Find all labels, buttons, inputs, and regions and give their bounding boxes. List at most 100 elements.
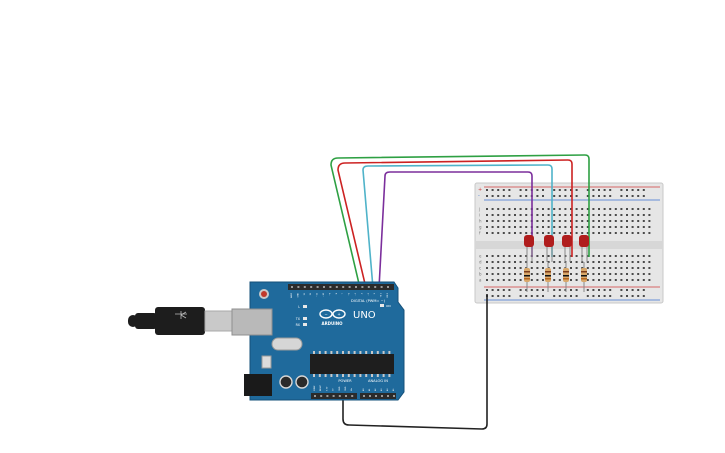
rail-hole	[592, 189, 595, 191]
breadboard-hole	[637, 267, 640, 269]
led-label-rx: RX	[296, 323, 301, 327]
breadboard-hole	[626, 279, 628, 281]
breadboard-hole	[631, 214, 634, 216]
chip-pins	[313, 351, 391, 377]
header-hole	[363, 395, 365, 397]
header-hole	[316, 286, 319, 288]
breadboard-hole	[553, 255, 556, 257]
breadboard-hole	[603, 279, 606, 281]
breadboard-holes	[486, 189, 651, 297]
resistor-1[interactable]	[524, 262, 530, 292]
digital-header[interactable]	[288, 284, 394, 290]
rail-hole	[609, 189, 612, 191]
breadboard-hole	[648, 255, 651, 257]
header-hole	[314, 395, 316, 397]
resistor-4[interactable]	[581, 262, 587, 292]
resistor-3[interactable]	[563, 262, 569, 292]
rail-hole	[598, 195, 600, 197]
analog-pin-label: A2	[374, 388, 377, 391]
led-2[interactable]	[544, 235, 554, 262]
breadboard-hole	[530, 273, 533, 275]
led-4[interactable]	[579, 235, 589, 262]
rail-hole	[519, 295, 522, 297]
breadboard-hole	[620, 261, 623, 263]
svg-text:+: +	[337, 312, 340, 317]
breadboard-hole	[575, 261, 578, 263]
breadboard-hole	[542, 255, 544, 257]
digital-pin-label: ~11	[317, 292, 319, 297]
digital-pin-label: ~9	[329, 292, 331, 296]
breadboard-hole	[637, 214, 640, 216]
breadboard-hole	[508, 214, 511, 216]
digital-pin-label: 13	[304, 292, 306, 295]
wire-green[interactable]	[330, 154, 590, 289]
power-label: POWER	[338, 379, 352, 383]
breadboard-hole	[519, 214, 522, 216]
breadboard-hole	[547, 208, 550, 210]
led-indicator-tx	[303, 317, 307, 320]
breadboard-hole	[642, 273, 645, 275]
breadboard-hole	[536, 273, 539, 275]
breadboard-hole	[581, 214, 584, 216]
breadboard-hole	[603, 220, 606, 222]
analog-header[interactable]	[360, 393, 396, 399]
rail-hole	[508, 189, 511, 191]
rail-hole	[525, 195, 528, 197]
breadboard-hole	[519, 255, 522, 257]
led-indicator-l	[303, 305, 307, 308]
crystal-oscillator	[271, 337, 303, 351]
reset-button[interactable]	[261, 291, 267, 297]
rail-hole	[536, 195, 539, 197]
breadboard-hole	[519, 232, 522, 234]
breadboard-hole	[502, 261, 505, 263]
breadboard-hole	[558, 226, 561, 228]
row-letter: c	[479, 266, 481, 271]
rail-hole	[631, 289, 634, 291]
led-3[interactable]	[562, 235, 572, 262]
bottom-header-holes	[314, 395, 395, 397]
header-hole	[342, 286, 345, 288]
breadboard-hole	[575, 232, 578, 234]
rail-hole	[586, 289, 589, 291]
breadboard-hole	[626, 208, 628, 210]
components	[524, 235, 589, 292]
led-body	[562, 235, 572, 247]
breadboard-hole	[631, 267, 634, 269]
breadboard-hole	[497, 226, 500, 228]
on-label: ON	[386, 304, 391, 308]
wire-purple[interactable]	[378, 171, 533, 289]
resistor-2[interactable]	[545, 262, 551, 292]
chip-pin	[365, 351, 368, 354]
header-hole	[329, 286, 332, 288]
wire-red[interactable]	[337, 159, 573, 289]
breadboard-hole	[491, 273, 494, 275]
cable-strain-relief	[135, 313, 157, 329]
led-body	[544, 235, 554, 247]
breadboard-hole	[491, 267, 494, 269]
wire-cyan[interactable]	[362, 164, 553, 289]
breadboard-hole	[536, 226, 539, 228]
chip-pin	[382, 351, 385, 354]
usb-cable[interactable]	[128, 307, 236, 335]
breadboard-hole	[525, 220, 528, 222]
breadboard-hole	[570, 261, 572, 263]
breadboard-hole	[491, 208, 494, 210]
breadboard-hole	[502, 255, 505, 257]
breadboard-hole	[497, 214, 500, 216]
rail-hole	[553, 195, 556, 197]
rail-hole	[586, 195, 589, 197]
rail-hole	[631, 189, 634, 191]
breadboard-hole	[592, 214, 595, 216]
breadboard-hole	[592, 220, 595, 222]
breadboard-hole	[631, 261, 634, 263]
chip-pin	[347, 374, 350, 377]
rail-hole	[626, 295, 628, 297]
wire-ground[interactable]	[342, 294, 488, 430]
breadboard-hole	[514, 232, 516, 234]
rail-hole	[586, 189, 589, 191]
brand-label: ARDUINO	[322, 321, 344, 326]
rail-hole	[497, 289, 500, 291]
led-1[interactable]	[524, 235, 534, 262]
